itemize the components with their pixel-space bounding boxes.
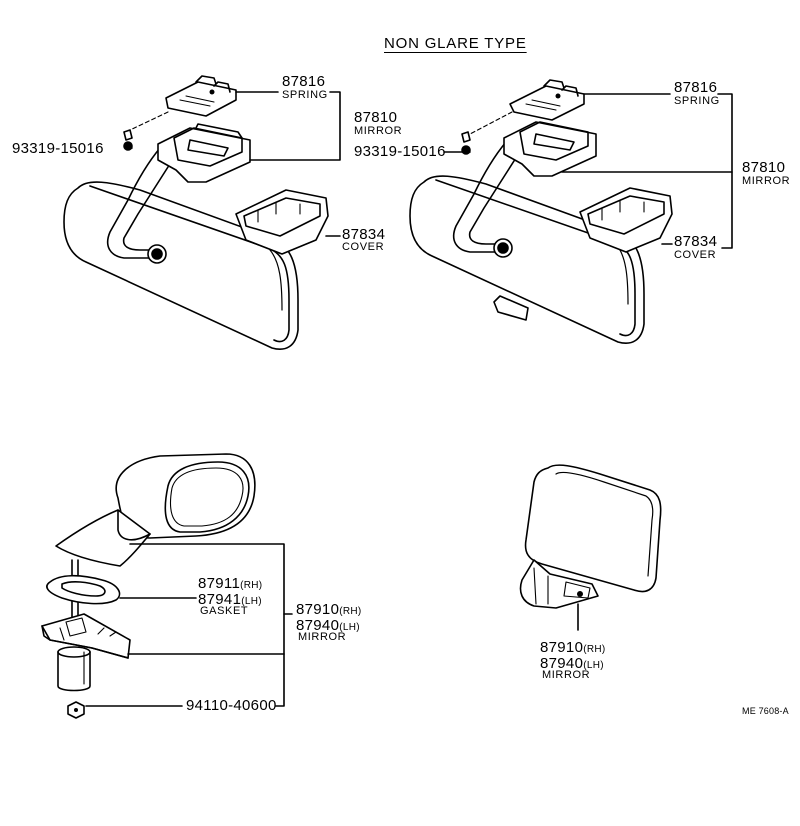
ll-gasket-rh-side: (RH) [240, 580, 263, 591]
lr-mirror-name: MIRROR [542, 669, 591, 681]
ll-gasket-lh-side: (LH) [241, 596, 262, 607]
ll-mirror-name: MIRROR [298, 631, 347, 643]
ur-cover-part: 87834 [674, 233, 718, 250]
lr-mirror-rh-label: 87910(RH) [540, 640, 606, 655]
ll-mirror-lh-label: 87940(LH) [296, 618, 360, 633]
inside-mirror-right-drawing [409, 79, 733, 344]
ur-mirror-part: 87810 [742, 159, 786, 176]
ll-mirror-rh-side: (RH) [339, 606, 362, 617]
ul-spring-name: SPRING [282, 89, 328, 101]
outside-mirror-left-drawing [41, 453, 293, 719]
lr-mirror-lh-label: 87940(LH) [540, 656, 604, 671]
ur-cover-name: COVER [674, 249, 717, 261]
ul-cover-part: 87834 [342, 226, 386, 243]
lr-mirror-lh-part: 87940 [540, 655, 584, 672]
ul-mirror-name: MIRROR [354, 125, 403, 137]
ll-gasket-rh-part: 87911 [198, 575, 241, 592]
ll-gasket-lh-label: 87941(LH) [198, 592, 262, 607]
ll-mirror-rh-label: 87910(RH) [296, 602, 362, 617]
ll-mirror-lh-part: 87940 [296, 617, 340, 634]
ll-nut-part: 94110-40600 [186, 697, 277, 714]
ul-mirror-part: 87810 [354, 109, 398, 126]
ll-mirror-rh-part: 87910 [296, 601, 340, 618]
inside-mirror-left-drawing [63, 75, 341, 350]
ll-mirror-lh-side: (LH) [339, 622, 360, 633]
ur-spring-name: SPRING [674, 95, 720, 107]
ul-spring-part: 87816 [282, 73, 326, 90]
ll-gasket-rh-label: 87911(RH) [198, 576, 262, 591]
lr-mirror-lh-side: (LH) [583, 660, 604, 671]
outside-mirror-right-drawing [519, 464, 662, 631]
ur-mirror-name: MIRROR [742, 175, 791, 187]
ul-screw-part: 93319-15016 [12, 140, 104, 157]
ur-spring-part: 87816 [674, 79, 718, 96]
lr-mirror-rh-side: (RH) [583, 644, 606, 655]
ul-cover-name: COVER [342, 241, 385, 253]
ur-screw-part: 93319-15016 [354, 143, 446, 160]
diagram-title: NON GLARE TYPE [384, 35, 527, 52]
ll-gasket-name: GASKET [200, 605, 249, 617]
lr-mirror-rh-part: 87910 [540, 639, 584, 656]
ll-gasket-lh-part: 87941 [198, 591, 242, 608]
drawing-code: ME 7608-A [742, 706, 789, 716]
